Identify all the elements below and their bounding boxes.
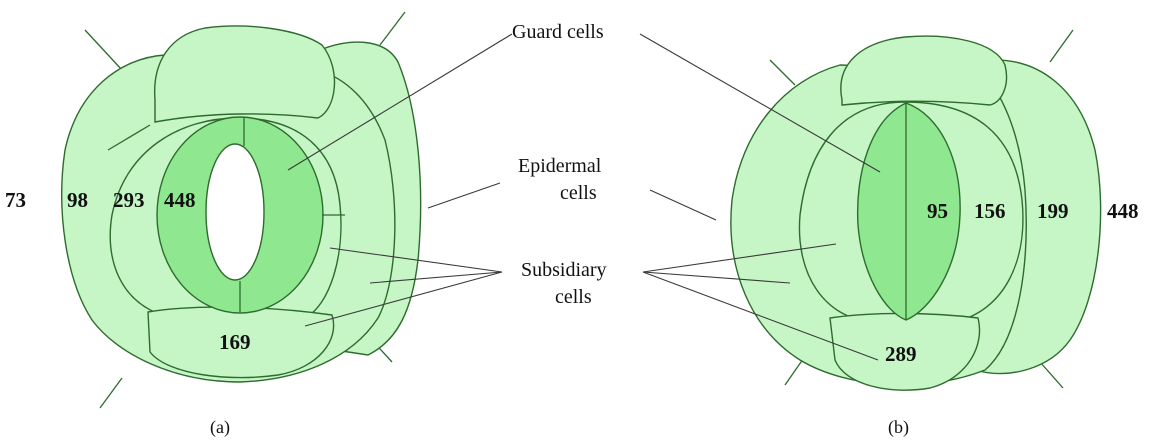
cell-wall-line bbox=[100, 378, 122, 408]
cell-wall-line bbox=[1050, 30, 1073, 62]
value-label: 448 bbox=[1107, 199, 1139, 223]
cell-wall-line bbox=[380, 12, 405, 45]
epidermal-cell bbox=[841, 36, 1007, 105]
guard-cells-label: Guard cells bbox=[512, 21, 604, 43]
value-label: 98 bbox=[67, 188, 88, 212]
stomatal-pore bbox=[206, 144, 264, 280]
leader-line bbox=[428, 183, 500, 208]
value-label: 95 bbox=[927, 199, 948, 223]
value-label: 169 bbox=[219, 330, 251, 354]
leader-line bbox=[650, 190, 716, 220]
value-label: 448 bbox=[164, 188, 196, 212]
value-label: 199 bbox=[1037, 199, 1069, 223]
value-label: 293 bbox=[113, 188, 145, 212]
cell-wall-line bbox=[770, 60, 795, 85]
epidermal-cell bbox=[155, 26, 335, 122]
value-label: 73 bbox=[5, 188, 26, 212]
cell-wall-line bbox=[1040, 362, 1063, 388]
value-label: 289 bbox=[885, 342, 917, 366]
epidermal-cells-label: Epidermal bbox=[518, 155, 602, 177]
subsidiary-cells-label: Subsidiary bbox=[521, 259, 607, 281]
value-label: 156 bbox=[974, 199, 1006, 223]
cell-wall-line bbox=[85, 30, 122, 70]
subsidiary-cells-label: cells bbox=[555, 286, 592, 308]
panel-caption: (a) bbox=[210, 417, 230, 438]
panel-caption: (b) bbox=[888, 417, 909, 438]
epidermal-cells-label: cells bbox=[560, 182, 597, 204]
